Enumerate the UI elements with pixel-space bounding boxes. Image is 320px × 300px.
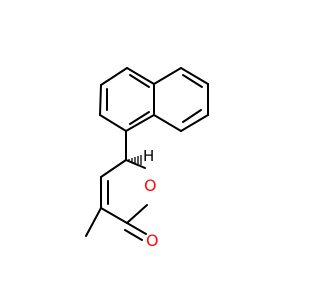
- bond-o1-c5: [125, 159, 146, 169]
- double-bond-c5-c6: [182, 74, 203, 88]
- hashed-wedge-h: [128, 155, 142, 165]
- bond-c7-c8: [180, 114, 209, 132]
- double-bond-c8a-c1: [129, 111, 150, 125]
- bond-c5-c6: [180, 67, 209, 85]
- bond-c2-o1: [126, 204, 148, 224]
- furanone-ring: [100, 159, 148, 224]
- bond-c8-c8a: [153, 114, 182, 132]
- bond-carbonyl: [126, 222, 147, 235]
- structure-canvas: H O O: [85, 67, 209, 250]
- bond-c3-c4: [100, 67, 128, 86]
- naphthalene-upper-ring: [99, 67, 155, 132]
- bond-c4a-c5: [153, 67, 182, 85]
- ring-oxygen-label: O: [144, 176, 157, 195]
- bond-c1-c2: [99, 114, 127, 132]
- molecule-structure: H O O: [85, 67, 209, 250]
- double-bond-c4-c4a: [129, 74, 150, 88]
- carbonyl-oxygen-label: O: [146, 231, 159, 250]
- bond-c5-c4: [100, 159, 127, 178]
- bond-methyl: [85, 207, 102, 237]
- bond-c2-c3: [99, 84, 102, 116]
- bond-carbonyl-double: [124, 229, 143, 241]
- bond-c3-c2: [100, 207, 128, 224]
- double-bond-c7-c8: [182, 109, 202, 123]
- stereo-hydrogen-label: H: [143, 147, 154, 165]
- bond-c8a-c1: [125, 114, 155, 132]
- naphthalene-right-ring: [153, 67, 209, 132]
- bond-c4-c4a: [126, 67, 155, 85]
